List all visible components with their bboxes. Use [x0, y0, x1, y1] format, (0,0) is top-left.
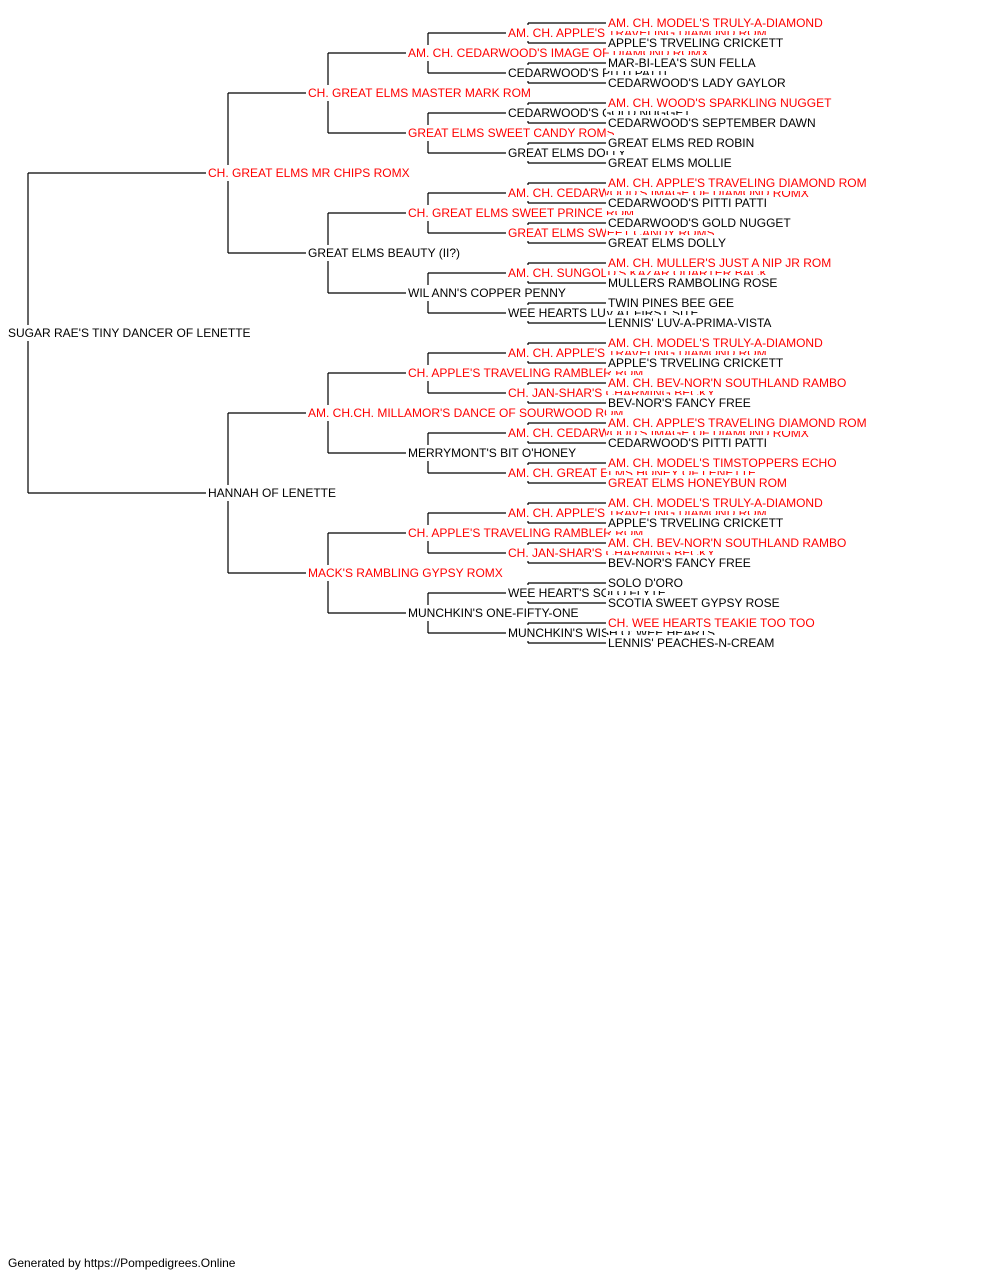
label-backdrop — [606, 535, 849, 551]
label-backdrop — [606, 415, 869, 431]
label-backdrop — [606, 15, 826, 31]
dog-name-d-d-s-d-s: AM. CH. BEV-NOR'N SOUTHLAND RAMBO — [608, 536, 846, 550]
dog-name-s-d-d-s-d: MULLERS RAMBOLING ROSE — [608, 276, 777, 290]
label-backdrop — [606, 595, 782, 611]
dog-name-d-d-d-d-s: CH. WEE HEARTS TEAKIE TOO TOO — [608, 616, 815, 630]
dog-name-s-s-s-d-s: MAR-BI-LEA'S SUN FELLA — [608, 56, 756, 70]
label-backdrop — [6, 325, 253, 341]
label-backdrop — [506, 145, 629, 161]
dog-name-d-s: AM. CH.CH. MILLAMOR'S DANCE OF SOURWOOD … — [308, 406, 623, 420]
label-backdrop — [606, 275, 780, 291]
label-backdrop — [406, 365, 646, 381]
dog-name-s-s-d: GREAT ELMS SWEET CANDY ROMS — [408, 126, 614, 140]
dog-name-s-s-s-s-s: AM. CH. MODEL'S TRULY-A-DIAMOND — [608, 16, 823, 30]
label-backdrop — [606, 515, 786, 531]
label-backdrop — [406, 525, 646, 541]
dog-name-d: HANNAH OF LENETTE — [208, 486, 336, 500]
label-backdrop — [206, 165, 412, 181]
dog-name-s-s-s-s-d: APPLE'S TRVELING CRICKETT — [608, 36, 784, 50]
label-backdrop — [606, 435, 769, 451]
label-backdrop — [606, 295, 737, 311]
dog-name-d-s-s-d-d: BEV-NOR'S FANCY FREE — [608, 396, 751, 410]
dog-name-d-s-s: CH. APPLE'S TRAVELING RAMBLER ROM — [408, 366, 643, 380]
dog-name-d-s-d-s-s: AM. CH. APPLE'S TRAVELING DIAMOND ROM — [608, 416, 867, 430]
dog-name-s-d-d-s-s: AM. CH. MULLER'S JUST A NIP JR ROM — [608, 256, 831, 270]
dog-name-d-s-d-s-d: CEDARWOOD'S PITTI PATTI — [608, 436, 767, 450]
dog-name-s-s-d-d: GREAT ELMS DOLLY — [508, 146, 626, 160]
label-backdrop — [406, 205, 637, 221]
label-backdrop — [606, 455, 839, 471]
label-backdrop — [306, 565, 505, 581]
dog-name-s-d-s-d-s: CEDARWOOD'S GOLD NUGGET — [608, 216, 791, 230]
dog-name-s-d-d: WIL ANN'S COPPER PENNY — [408, 286, 566, 300]
dog-name-d-d-d-d-d: LENNIS' PEACHES-N-CREAM — [608, 636, 774, 650]
label-backdrop — [606, 75, 789, 91]
label-backdrop — [606, 155, 734, 171]
label-backdrop — [606, 35, 786, 51]
dog-name-d-d-s: CH. APPLE'S TRAVELING RAMBLER ROM — [408, 526, 643, 540]
label-backdrop — [606, 135, 757, 151]
dog-name-s-s-d-d-d: GREAT ELMS MOLLIE — [608, 156, 732, 170]
label-backdrop — [606, 355, 786, 371]
dog-name-d-d-s-s-d: APPLE'S TRVELING CRICKETT — [608, 516, 784, 530]
dog-name-d-d-d-s-d: SCOTIA SWEET GYPSY ROSE — [608, 596, 780, 610]
label-backdrop — [606, 315, 774, 331]
label-backdrop — [606, 55, 758, 71]
dog-name-s-d: GREAT ELMS BEAUTY (II?) — [308, 246, 460, 260]
dog-name-subject: SUGAR RAE'S TINY DANCER OF LENETTE — [8, 326, 251, 340]
label-backdrop — [606, 335, 826, 351]
dog-name-s-d-s-d-d: GREAT ELMS DOLLY — [608, 236, 726, 250]
dog-names: SUGAR RAE'S TINY DANCER OF LENETTE CH. GR… — [6, 15, 869, 651]
label-backdrop — [406, 445, 579, 461]
dog-name-d-s-d: MERRYMONT'S BIT O'HONEY — [408, 446, 576, 460]
dog-name-d-d: MACK'S RAMBLING GYPSY ROMX — [308, 566, 503, 580]
dog-name-s-s-d-d-s: GREAT ELMS RED ROBIN — [608, 136, 754, 150]
label-backdrop — [606, 215, 794, 231]
label-backdrop — [606, 95, 835, 111]
label-backdrop — [606, 255, 834, 271]
label-backdrop — [406, 125, 617, 141]
dog-name-s: CH. GREAT ELMS MR CHIPS ROMX — [208, 166, 410, 180]
label-backdrop — [606, 475, 789, 491]
label-backdrop — [606, 635, 777, 651]
dog-name-s-s-d-s-s: AM. CH. WOOD'S SPARKLING NUGGET — [608, 96, 832, 110]
dog-name-d-d-d: MUNCHKIN'S ONE-FIFTY-ONE — [408, 606, 579, 620]
dog-name-s-d-s-s-s: AM. CH. APPLE'S TRAVELING DIAMOND ROM — [608, 176, 867, 190]
label-backdrop — [606, 115, 818, 131]
generated-by-footer: Generated by https://Pompedigrees.Online — [8, 1256, 236, 1270]
dog-name-d-s-d-d-d: GREAT ELMS HONEYBUN ROM — [608, 476, 787, 490]
dog-name-s-d-s: CH. GREAT ELMS SWEET PRINCE ROM — [408, 206, 634, 220]
label-backdrop — [306, 85, 533, 101]
label-backdrop — [606, 175, 869, 191]
label-backdrop — [606, 555, 753, 571]
label-backdrop — [606, 195, 769, 211]
label-backdrop — [306, 245, 463, 261]
dog-name-d-s-s-s-d: APPLE'S TRVELING CRICKETT — [608, 356, 784, 370]
dog-name-d-s-d-d-s: AM. CH. MODEL'S TIMSTOPPERS ECHO — [608, 456, 837, 470]
dog-name-s-s-d-s-d: CEDARWOOD'S SEPTEMBER DAWN — [608, 116, 816, 130]
dog-name-d-d-s-d-d: BEV-NOR'S FANCY FREE — [608, 556, 751, 570]
dog-name-s-s: CH. GREAT ELMS MASTER MARK ROM — [308, 86, 531, 100]
label-backdrop — [606, 615, 817, 631]
label-backdrop — [406, 285, 568, 301]
label-backdrop — [406, 605, 581, 621]
label-backdrop — [606, 395, 753, 411]
dog-name-s-s-s-d-d: CEDARWOOD'S LADY GAYLOR — [608, 76, 786, 90]
dog-name-d-d-d-s-s: SOLO D'ORO — [608, 576, 683, 590]
label-backdrop — [606, 235, 729, 251]
label-backdrop — [306, 405, 626, 421]
dog-name-s-d-d-d-d: LENNIS' LUV-A-PRIMA-VISTA — [608, 316, 771, 330]
dog-name-s-d-s-s-d: CEDARWOOD'S PITTI PATTI — [608, 196, 767, 210]
dog-name-d-s-s-d-s: AM. CH. BEV-NOR'N SOUTHLAND RAMBO — [608, 376, 846, 390]
label-backdrop — [606, 495, 826, 511]
label-backdrop — [206, 485, 339, 501]
dog-name-d-s-s-s-s: AM. CH. MODEL'S TRULY-A-DIAMOND — [608, 336, 823, 350]
dog-name-s-d-d-d-s: TWIN PINES BEE GEE — [608, 296, 734, 310]
dog-name-d-d-s-s-s: AM. CH. MODEL'S TRULY-A-DIAMOND — [608, 496, 823, 510]
label-backdrop — [606, 575, 685, 591]
label-backdrop — [606, 375, 849, 391]
